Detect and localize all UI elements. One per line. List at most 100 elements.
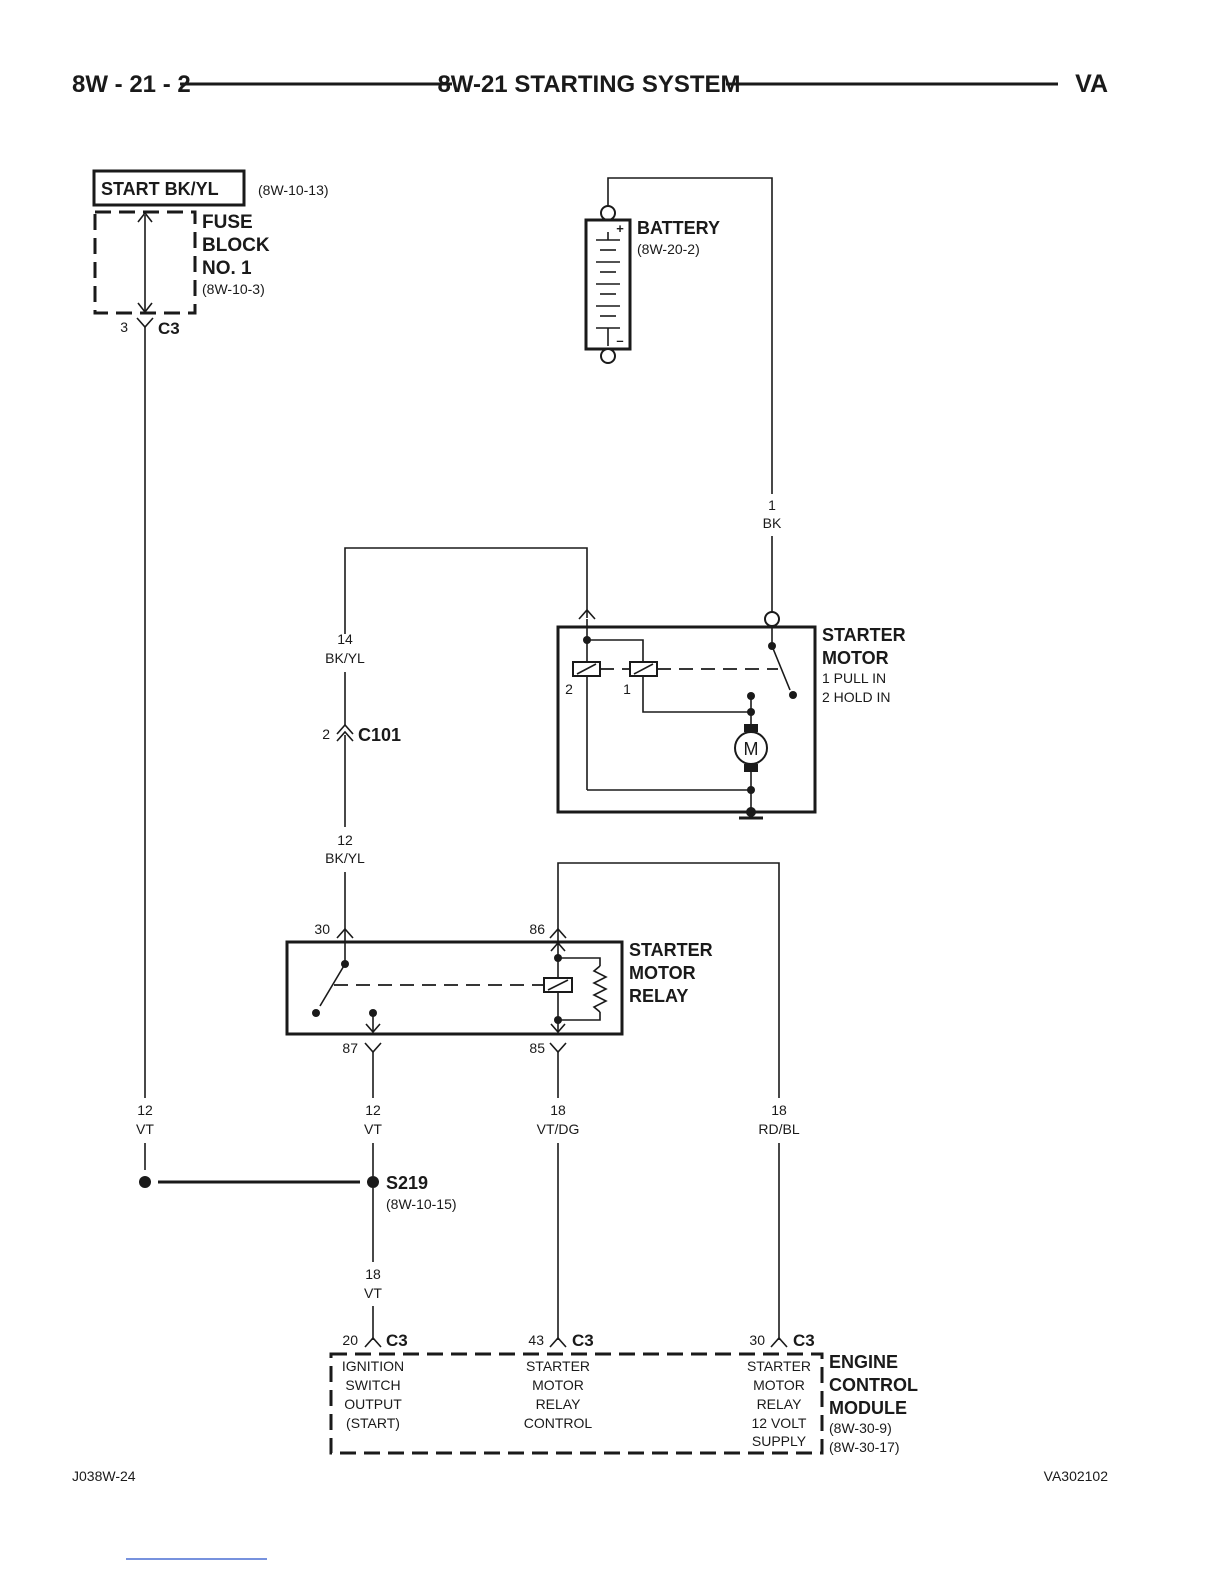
ecm-pin-30-desc-4: 12 VOLT (752, 1415, 807, 1431)
start-fuse-label: START BK/YL (101, 179, 219, 199)
wire-18-rdbl-upper (557, 862, 780, 1098)
ecm-pin-30-desc-3: RELAY (757, 1396, 803, 1412)
ecm-pin-30-desc-1: STARTER (747, 1358, 811, 1374)
fuse-pin: 3 (120, 319, 128, 335)
ecm-name-2: CONTROL (829, 1375, 918, 1395)
relay-86-arrow (550, 941, 566, 952)
relay-coil-slash (547, 979, 569, 991)
wire-18-vt-color: VT (364, 1285, 382, 1301)
relay-name-3: RELAY (629, 986, 688, 1006)
ecm-pin-30: 30 (749, 1332, 765, 1348)
starter-motor-box (556, 625, 817, 814)
ecm-ref-2: (8W-30-17) (829, 1439, 900, 1455)
model-code: VA (1075, 70, 1108, 98)
ecm-c3-label-3: C3 (793, 1331, 815, 1350)
hold-in-coil-slash (576, 663, 597, 675)
battery-plus: + (616, 221, 624, 236)
wire-18-vtdg-color: VT/DG (537, 1121, 580, 1137)
fuse-name-2: BLOCK (202, 235, 270, 256)
wire-12vt-left-gauge: 12 (137, 1102, 153, 1118)
ecm-pin-43-desc-3: RELAY (536, 1396, 582, 1412)
c101-connector: 2 C101 (322, 723, 401, 745)
wire-12-vt-mid-gauge: 12 (365, 1102, 381, 1118)
fuse-ref: (8W-10-3) (202, 281, 265, 297)
relay-name-2: MOTOR (629, 963, 696, 983)
relay-switch-nc-contact (312, 1009, 320, 1017)
wire-12-vt-mid-color: VT (364, 1121, 382, 1137)
c101-pin: 2 (322, 726, 330, 742)
ecm-outline (329, 1352, 824, 1455)
relay-coil-node-bottom (554, 1016, 562, 1024)
wire-14-gauge: 14 (337, 631, 353, 647)
ecm-pin-20-desc-1: IGNITION (342, 1358, 404, 1374)
relay-suppression-resistor (592, 965, 608, 1013)
wire-14-color: BK/YL (325, 650, 365, 666)
hold-in-coil-label: 2 (565, 681, 573, 697)
starter-pull-in-feed (587, 639, 644, 662)
ecm-pin-30-connector (770, 1336, 788, 1348)
starter-pull-in-return (642, 676, 751, 713)
relay-resistor-bottom-lead (558, 1012, 601, 1021)
wire-18-rdbl-gauge: 18 (771, 1102, 787, 1118)
motor-brush-top (744, 724, 758, 732)
start-fuse-label-box (92, 169, 246, 207)
footer-left-code: J038W-24 (72, 1468, 136, 1484)
splice-dot-s219 (367, 1176, 379, 1188)
relay-pin-85-connector (549, 1042, 567, 1054)
wire-12-bkyl-gauge: 12 (337, 832, 353, 848)
page-header: 8W - 21 - 2 8W-21 STARTING SYSTEM VA (72, 70, 1108, 98)
ecm-pin-20-desc-4: (START) (346, 1415, 400, 1431)
ecm-pin-43-desc-4: CONTROL (524, 1415, 593, 1431)
fuse-name-1: FUSE (202, 212, 253, 233)
wire-battery-cable-color: BK (763, 515, 782, 531)
ecm-pin-20-connector (364, 1336, 382, 1348)
battery: + – BATTERY (8W-20-2) (584, 177, 773, 494)
ecm-pin-30-desc-2: MOTOR (753, 1377, 805, 1393)
splice-ref: (8W-10-15) (386, 1196, 457, 1212)
ecm-name-3: MODULE (829, 1398, 907, 1418)
c101-symbol-lower (336, 730, 354, 742)
wire-12vt-left-color: VT (136, 1121, 154, 1137)
splice-dot-left (139, 1176, 151, 1188)
starter-motor: 2 1 M STARTER MOTOR 1 PULL IN 2 HOLD IN (344, 547, 906, 820)
relay-pin-30: 30 (314, 921, 330, 937)
footer-right-code: VA302102 (1044, 1468, 1109, 1484)
ecm-pin-20-desc-3: OUTPUT (344, 1396, 402, 1412)
engine-control-module: 20 C3 43 C3 30 C3 IGNITION SWITCH OUTPUT… (329, 1331, 918, 1455)
ecm-pin-43-connector (549, 1336, 567, 1348)
pull-in-coil-slash (633, 663, 654, 675)
wire-18-rdbl-color: RD/BL (758, 1121, 799, 1137)
ecm-pin-20-desc-2: SWITCH (345, 1377, 400, 1393)
starter-node-b (747, 708, 755, 716)
starter-motor-name-1: STARTER (822, 625, 906, 645)
ecm-pin-30-desc-5: SUPPLY (752, 1433, 807, 1449)
ecm-ref-1: (8W-30-9) (829, 1420, 892, 1436)
fuse-arrow-up (137, 211, 153, 223)
starter-contact-blade (771, 645, 791, 691)
splice-name: S219 (386, 1173, 428, 1193)
relay-switch-blade (319, 963, 346, 1007)
fuse-connector-label: C3 (158, 319, 180, 338)
battery-name: BATTERY (637, 218, 720, 238)
fuse-name-3: NO. 1 (202, 258, 252, 279)
starter-motor-sub-1: 1 PULL IN (822, 670, 886, 686)
starter-node-ground (747, 786, 755, 794)
page-title: 8W-21 STARTING SYSTEM (437, 71, 740, 98)
relay-85-arrow (550, 1023, 566, 1034)
ecm-c3-label-2: C3 (572, 1331, 594, 1350)
wire-12-bkyl-color: BK/YL (325, 850, 365, 866)
starter-motor-relay: 30 87 86 85 STARTER MOTOR RELAY (285, 921, 713, 1056)
ecm-pin-43-desc-2: MOTOR (532, 1377, 584, 1393)
fuse-arrow-down (137, 302, 153, 314)
battery-minus: – (616, 333, 623, 348)
ecm-pin-43: 43 (528, 1332, 544, 1348)
ecm-c3-label-1: C3 (386, 1331, 408, 1350)
relay-pin-85: 85 (529, 1040, 545, 1056)
motor-brush-bottom (744, 764, 758, 772)
wire-battery-cable-upper (607, 177, 773, 494)
battery-terminal-negative (600, 348, 616, 364)
ecm-pin-20: 20 (342, 1332, 358, 1348)
relay-pin-30-connector (336, 927, 354, 939)
starter-contact-fixed (789, 691, 797, 699)
